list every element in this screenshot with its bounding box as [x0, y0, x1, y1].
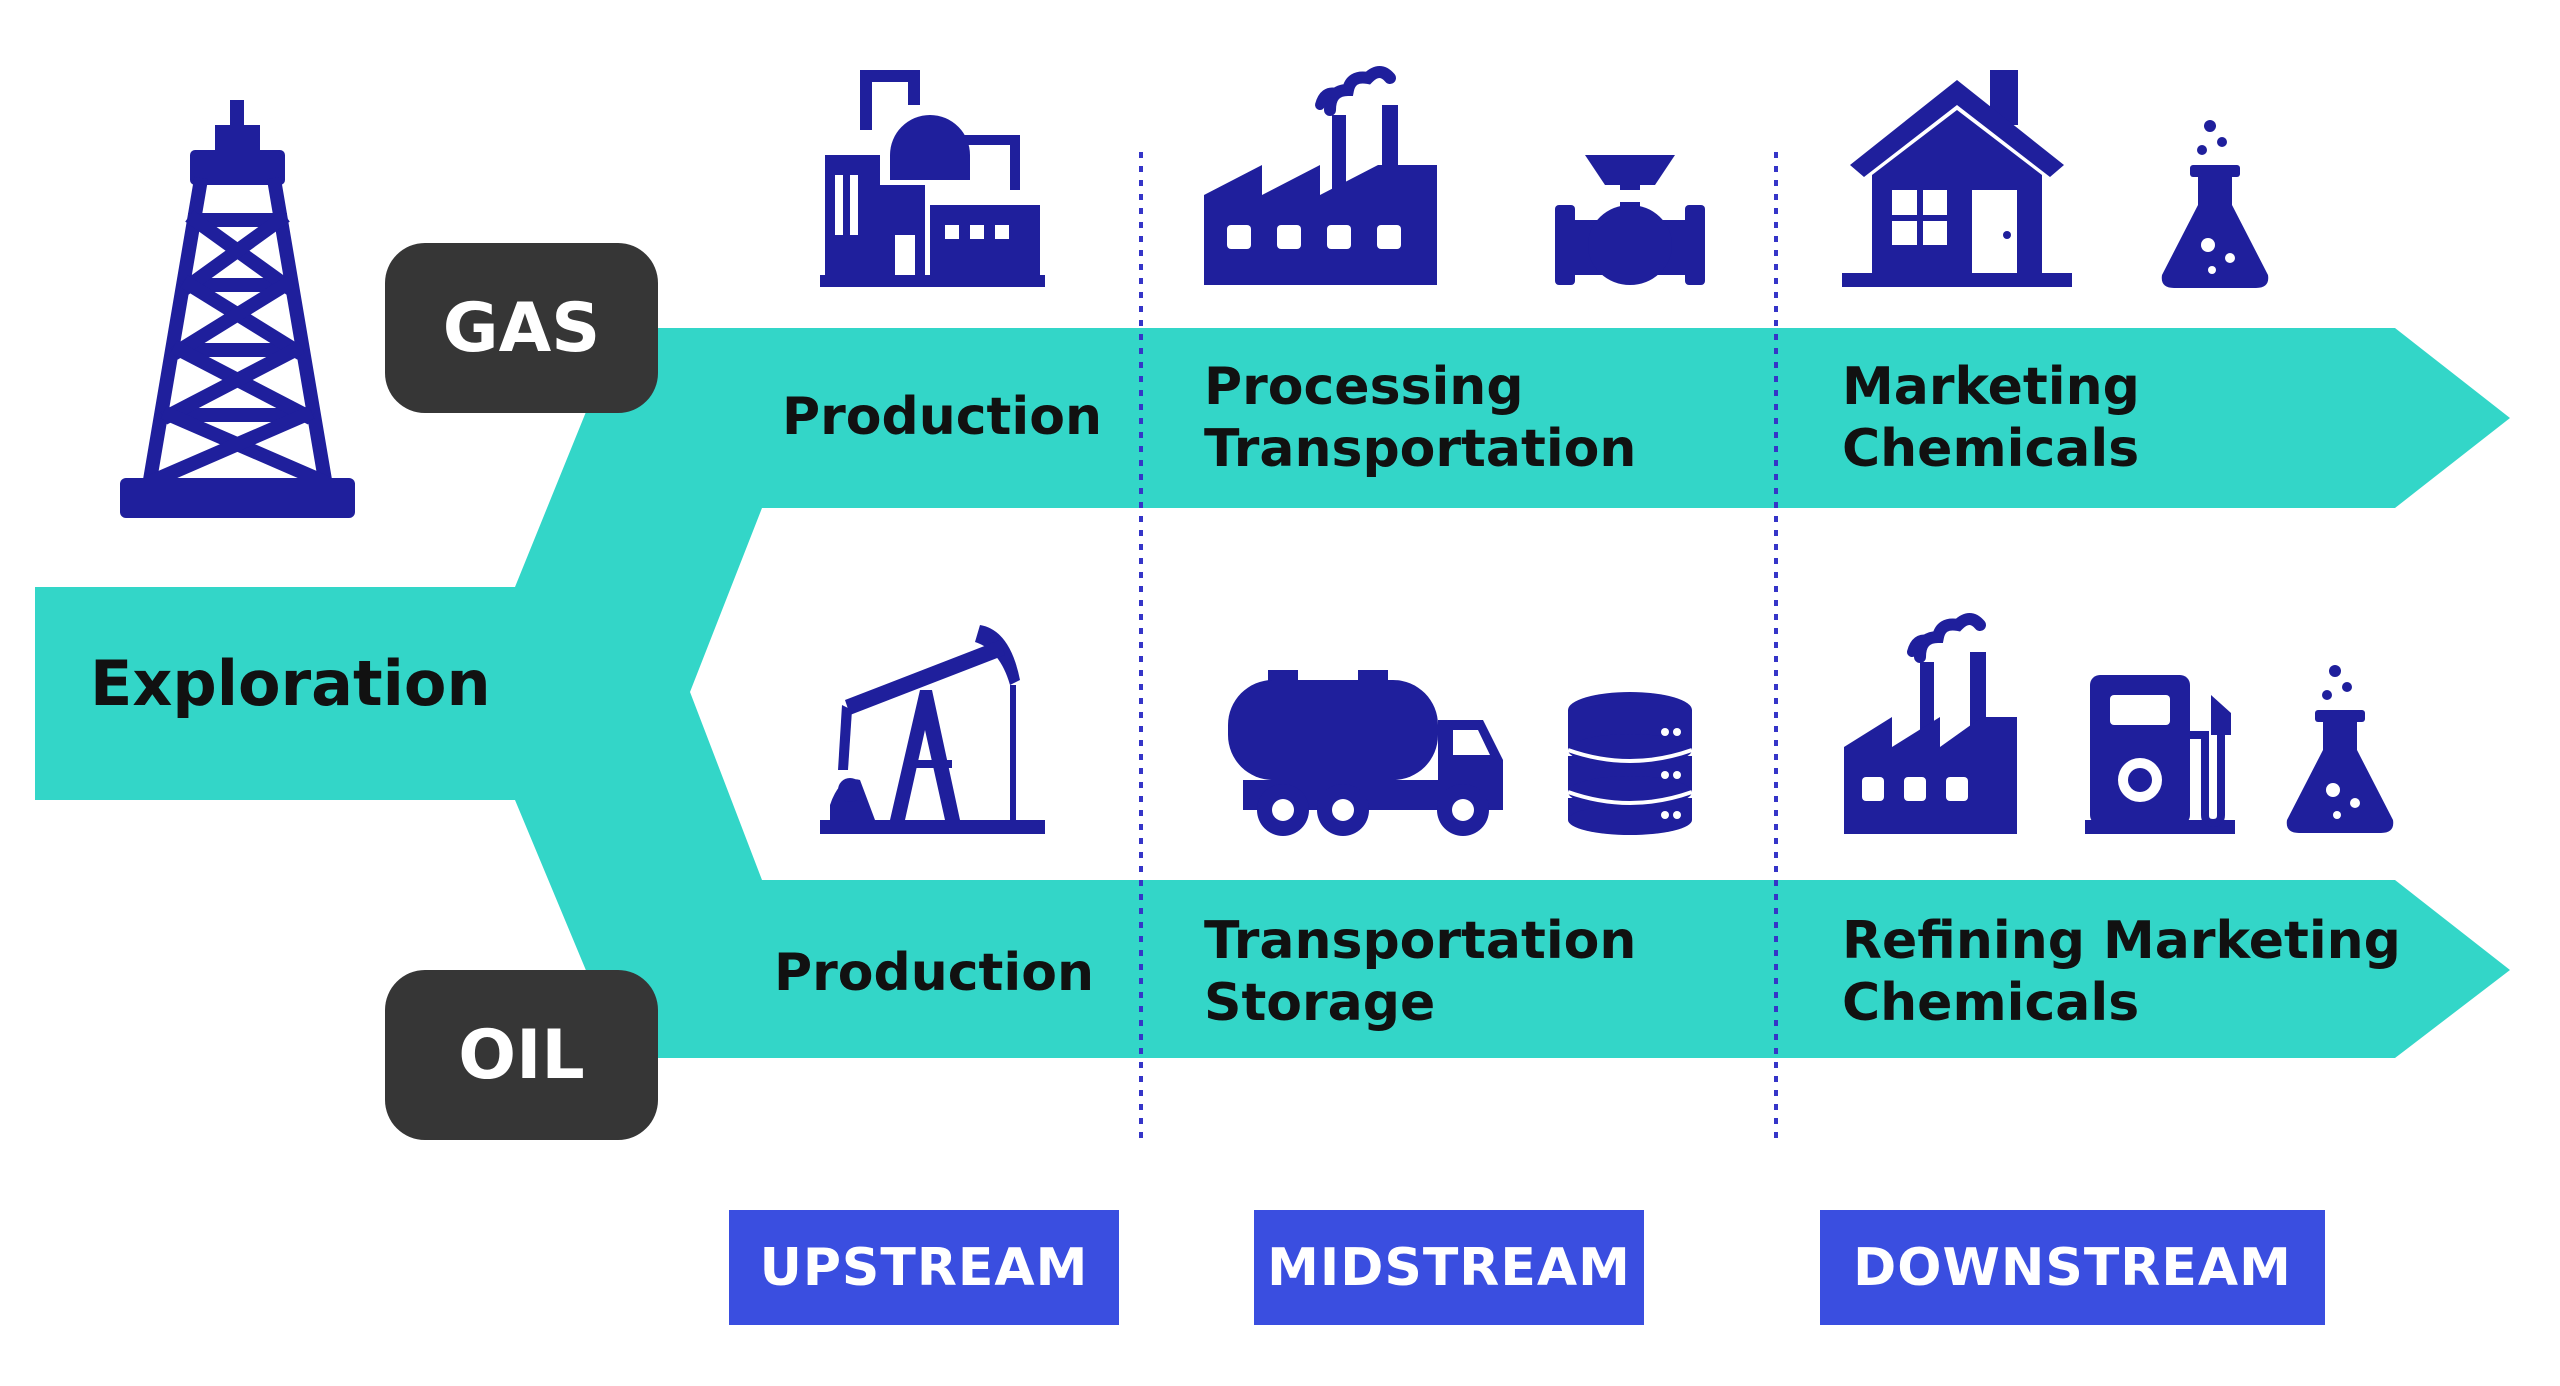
- gas-midstream-line-1: Processing: [1204, 357, 1524, 417]
- pipeline-valve-icon: [1555, 150, 1705, 290]
- gas-midstream-label: Processing Transportation: [1204, 356, 1636, 480]
- gas-downstream-line-2: Chemicals: [1842, 419, 2140, 479]
- upstream-segment-label: UPSTREAM: [729, 1210, 1119, 1325]
- gas-downstream-label: Marketing Chemicals: [1842, 356, 2140, 480]
- flow-band-shape: [35, 328, 2510, 1058]
- gas-upstream-label: Production: [782, 386, 1102, 448]
- oil-downstream-label: Refining Marketing Chemicals: [1842, 910, 2401, 1034]
- chemical-flask-icon: [2160, 120, 2270, 290]
- oil-downstream-line-2: Chemicals: [1842, 973, 2140, 1033]
- oil-downstream-line-1: Refining Marketing: [1842, 911, 2401, 971]
- fuel-pump-icon: [2085, 675, 2235, 835]
- gas-downstream-line-1: Marketing: [1842, 357, 2140, 417]
- oil-upstream-label: Production: [774, 942, 1094, 1004]
- chemical-flask-icon: [2285, 665, 2395, 835]
- downstream-segment-label: DOWNSTREAM: [1820, 1210, 2325, 1325]
- storage-tank-icon: [1565, 690, 1695, 835]
- tanker-truck-icon: [1228, 670, 1508, 840]
- oil-upstream-line-1: Production: [774, 943, 1094, 1003]
- gas-tag: GAS: [385, 243, 658, 413]
- gas-midstream-line-2: Transportation: [1204, 419, 1637, 479]
- house-icon: [1842, 65, 2072, 290]
- factory-icon: [1202, 65, 1437, 290]
- exploration-label: Exploration: [90, 647, 491, 720]
- oil-midstream-label: Transportation Storage: [1204, 910, 1636, 1034]
- oil-midstream-line-2: Storage: [1204, 973, 1436, 1033]
- midstream-segment-label: MIDSTREAM: [1254, 1210, 1644, 1325]
- gas-processing-plant-icon: [820, 65, 1045, 290]
- oil-pumpjack-icon: [820, 610, 1045, 835]
- refinery-factory-icon: [1842, 612, 2017, 837]
- gas-upstream-line-1: Production: [782, 387, 1102, 447]
- oil-derrick-icon: [120, 100, 355, 520]
- oil-tag: OIL: [385, 970, 658, 1140]
- oil-midstream-line-1: Transportation: [1204, 911, 1637, 971]
